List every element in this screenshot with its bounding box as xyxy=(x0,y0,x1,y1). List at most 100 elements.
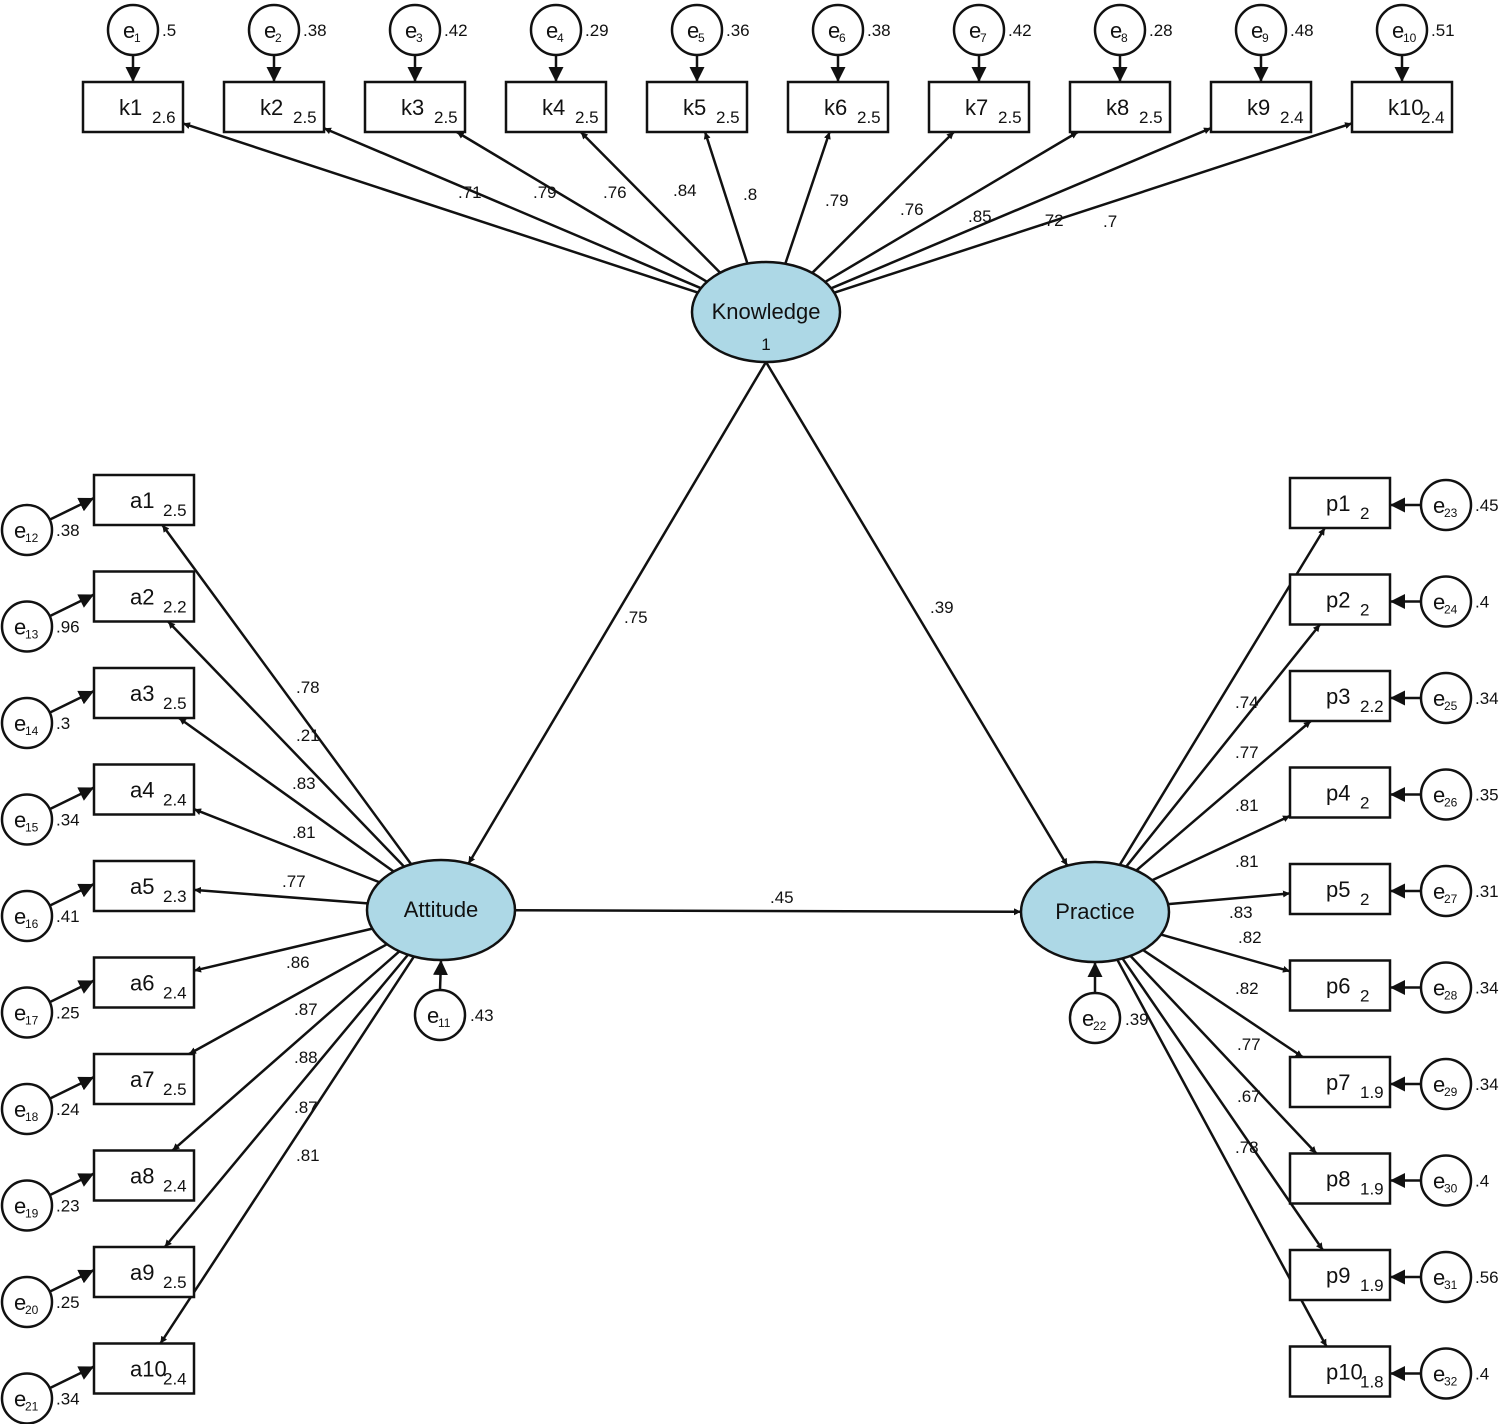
error-node-e15 xyxy=(0,793,54,846)
indicator-name: p6 xyxy=(1326,974,1350,999)
loading-path-p5 xyxy=(1167,890,1291,906)
error-node-e21 xyxy=(0,1372,54,1424)
indicator-box-k8 xyxy=(1068,80,1172,134)
indicator-name: p8 xyxy=(1326,1167,1350,1192)
indicator-name: k10 xyxy=(1388,95,1423,120)
indicator-name: a4 xyxy=(130,778,154,803)
indicator-box-k3 xyxy=(363,80,467,134)
error-variance: .42 xyxy=(1008,21,1032,40)
error-index: 4 xyxy=(557,31,564,45)
error-node-e9 xyxy=(1234,3,1288,57)
error-variance: .4 xyxy=(1475,1172,1489,1191)
loading-path-p8 xyxy=(1129,955,1318,1155)
error-index: 10 xyxy=(1403,31,1417,45)
indicator-intercept: 2.4 xyxy=(1421,108,1445,127)
indicator-box-p4 xyxy=(1288,766,1392,819)
error-index: 28 xyxy=(1444,989,1458,1003)
error-index: 17 xyxy=(25,1014,39,1028)
loading-label: .7 xyxy=(1103,212,1117,231)
loading-path-k6 xyxy=(784,131,831,265)
error-letter: e xyxy=(1433,1362,1445,1387)
indicator-name: a10 xyxy=(130,1357,167,1382)
error-variance: .45 xyxy=(1475,496,1499,515)
indicator-intercept: 1.9 xyxy=(1360,1276,1384,1295)
error-variance: .4 xyxy=(1475,593,1489,612)
error-node-e27 xyxy=(1419,864,1473,918)
indicator-intercept: 2 xyxy=(1360,504,1369,523)
loading-path-p6 xyxy=(1160,933,1291,973)
loading-label: .71 xyxy=(458,183,482,202)
latent-knowledge xyxy=(690,260,842,364)
indicator-box-a7 xyxy=(92,1052,196,1106)
error-node-e25 xyxy=(1419,671,1473,725)
loading-label: .87 xyxy=(294,1000,318,1019)
loading-path-k3 xyxy=(456,130,708,283)
indicator-box-a3 xyxy=(92,666,196,720)
error-variance: .23 xyxy=(56,1197,80,1216)
loading-path-a10 xyxy=(159,955,415,1345)
indicator-box-a2 xyxy=(92,570,196,623)
loading-label: .74 xyxy=(1235,693,1259,712)
error-index: 14 xyxy=(25,724,39,738)
indicator-intercept: 2.5 xyxy=(434,108,458,127)
loading-path-a5 xyxy=(193,886,368,905)
error-letter: e xyxy=(1433,590,1445,615)
error-path-e15 xyxy=(48,786,95,811)
error-index: 11 xyxy=(438,1016,451,1030)
loading-label: .79 xyxy=(533,183,557,202)
error-letter: e xyxy=(14,615,26,640)
loading-path-p3 xyxy=(1135,720,1312,872)
error-letter: e xyxy=(1433,1169,1445,1194)
loading-path-p7 xyxy=(1142,948,1304,1059)
structural-path-attitude-practice xyxy=(514,908,1022,916)
error-index: 21 xyxy=(25,1400,39,1414)
indicator-name: k8 xyxy=(1106,95,1129,120)
indicator-name: p5 xyxy=(1326,877,1350,902)
error-path-e19 xyxy=(48,1172,95,1197)
error-index: 27 xyxy=(1444,892,1458,906)
error-index: 15 xyxy=(25,821,39,835)
indicator-name: p2 xyxy=(1326,588,1350,613)
error-index: 12 xyxy=(25,531,39,545)
disturbance-path-e11 xyxy=(433,959,448,991)
loading-label: .76 xyxy=(603,183,627,202)
error-letter: e xyxy=(1082,1006,1094,1031)
indicator-box-k9 xyxy=(1209,80,1313,134)
error-index: 3 xyxy=(416,31,423,45)
structural-coef: .39 xyxy=(930,598,954,617)
loading-path-k7 xyxy=(811,131,955,274)
indicator-name: a8 xyxy=(130,1164,154,1189)
indicator-box-p6 xyxy=(1288,959,1392,1012)
error-letter: e xyxy=(14,518,26,543)
error-variance: .34 xyxy=(1475,1075,1499,1094)
error-letter: e xyxy=(969,18,981,43)
error-node-e6 xyxy=(811,3,865,57)
error-index: 19 xyxy=(25,1207,39,1221)
error-letter: e xyxy=(687,18,699,43)
indicator-intercept: 2.4 xyxy=(163,984,187,1003)
error-index: 7 xyxy=(980,31,987,45)
loading-label: .81 xyxy=(296,1146,320,1165)
error-node-e32 xyxy=(1419,1347,1473,1400)
indicator-box-p8 xyxy=(1288,1152,1392,1205)
indicator-box-k5 xyxy=(645,80,749,134)
error-letter: e xyxy=(405,18,417,43)
error-path-e21 xyxy=(48,1365,95,1390)
indicator-box-p7 xyxy=(1288,1055,1392,1109)
error-variance: .48 xyxy=(1290,21,1314,40)
error-variance: .28 xyxy=(1149,21,1173,40)
loading-label: .78 xyxy=(296,678,320,697)
loading-path-a2 xyxy=(167,620,405,868)
error-node-e14 xyxy=(0,696,54,750)
loading-label: .21 xyxy=(296,726,320,745)
latent-label: Attitude xyxy=(404,897,479,922)
error-path-e13 xyxy=(48,593,95,618)
indicator-intercept: 1.9 xyxy=(1360,1180,1384,1199)
indicator-name: p1 xyxy=(1326,491,1350,516)
indicator-name: k3 xyxy=(401,95,424,120)
loading-label: .78 xyxy=(1235,1138,1259,1157)
indicator-box-p9 xyxy=(1288,1248,1392,1302)
error-node-e7 xyxy=(952,3,1006,57)
indicator-intercept: 2.5 xyxy=(293,108,317,127)
